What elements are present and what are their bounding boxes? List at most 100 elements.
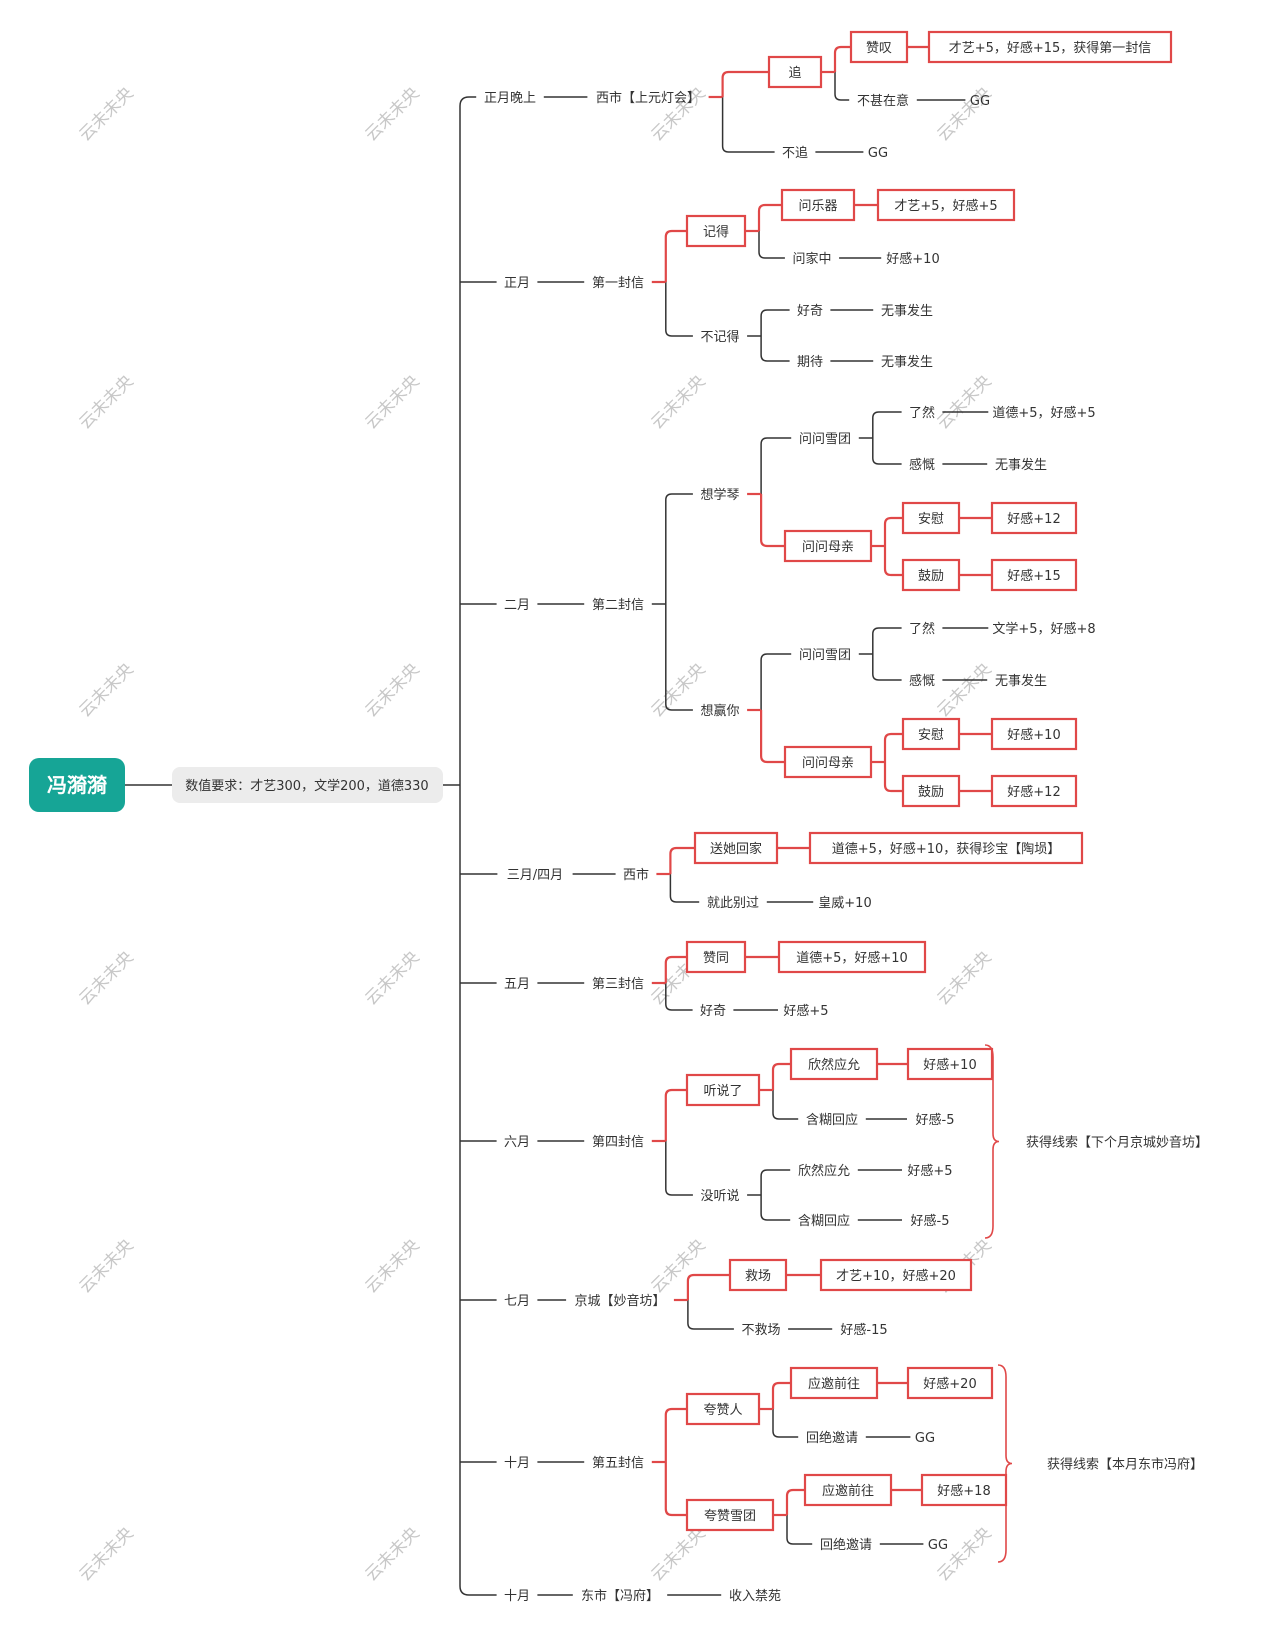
node-label: 了然 <box>909 621 935 637</box>
node-m2a1b: 问家中 <box>792 251 831 267</box>
node-label: 第一封信 <box>592 276 644 291</box>
node-m4: 三月/四月 <box>507 868 563 883</box>
highlight-box <box>780 188 856 222</box>
node-m1: 正月晚上 <box>484 91 536 106</box>
node-m2a1: 记得 <box>685 214 747 248</box>
connector <box>669 874 700 903</box>
highlight-box <box>906 1047 994 1081</box>
connector <box>872 438 902 465</box>
highlight-box <box>767 55 823 89</box>
node-m2a2b_r: 无事发生 <box>881 354 933 370</box>
node-m2a2a_r: 无事发生 <box>881 303 933 319</box>
node-m2a2a: 好奇 <box>797 303 823 319</box>
connector <box>760 494 785 548</box>
highlight-box <box>789 1047 879 1081</box>
root-node: 冯漪漪 <box>29 758 125 812</box>
watermark-text: 云未未央 <box>933 659 995 721</box>
watermark-text: 云未未央 <box>361 371 423 433</box>
node-m5a1: 赞同 <box>685 940 747 974</box>
node-label: 无事发生 <box>881 303 933 319</box>
node-label: 皇威+10 <box>818 896 871 911</box>
node-m9a: 东市【冯府】 <box>581 1588 659 1604</box>
node-label: 正月 <box>504 276 530 291</box>
node-label: 感慨 <box>909 673 935 689</box>
connector <box>872 627 902 654</box>
node-label: 才艺+10，好感+20 <box>836 1268 956 1284</box>
node-label: 安慰 <box>918 512 944 527</box>
connector <box>760 437 792 494</box>
node-label: 含糊回应 <box>798 1213 850 1229</box>
watermark-text: 云未未央 <box>75 947 137 1009</box>
node-label: 回绝邀请 <box>806 1430 858 1446</box>
node-m5a: 第三封信 <box>592 977 644 992</box>
requirement-node: 数值要求：才艺300，文学200，道德330 <box>172 767 443 803</box>
connector <box>771 1381 791 1409</box>
node-m8a2b_r: GG <box>928 1538 948 1553</box>
node-m1a1a_r: 才艺+5，好感+15，获得第一封信 <box>927 30 1173 64</box>
node-m4a1: 送她回家 <box>693 831 779 865</box>
node-label: GG <box>868 146 888 161</box>
node-label: 应邀前往 <box>822 1483 874 1499</box>
node-m3: 二月 <box>504 598 530 613</box>
node-label: 问问母亲 <box>802 756 854 771</box>
node-m3a1b1_r: 好感+12 <box>990 501 1078 535</box>
node-m5a2_r: 好感+5 <box>783 1003 828 1019</box>
connector <box>771 1062 791 1090</box>
node-label: GG <box>915 1431 935 1446</box>
highlight-box <box>901 558 961 592</box>
node-label: 回绝邀请 <box>820 1537 872 1553</box>
node-label: 好感-15 <box>840 1322 887 1338</box>
node-m9: 十月 <box>504 1589 530 1604</box>
highlight-box <box>849 30 909 64</box>
watermark-text: 云未未央 <box>75 1523 137 1585</box>
node-label: 想学琴 <box>700 487 739 503</box>
node-m5a1_r: 道德+5，好感+10 <box>777 940 927 974</box>
node-label: 好感+5 <box>907 1163 952 1179</box>
connector <box>721 70 769 97</box>
highlight-box <box>685 1392 761 1426</box>
connector <box>786 1515 813 1545</box>
node-label: 问乐器 <box>798 199 837 214</box>
connector <box>687 1300 734 1330</box>
node-m2a1b_r: 好感+10 <box>886 251 939 267</box>
node-label: 送她回家 <box>710 841 762 857</box>
node-label: 七月 <box>504 1294 530 1309</box>
node-label: 没听说 <box>700 1189 739 1204</box>
node-label: 应邀前往 <box>808 1376 860 1392</box>
node-m6a1b: 含糊回应 <box>806 1112 858 1128</box>
node-m6a: 第四封信 <box>592 1135 644 1150</box>
connector-lines <box>125 45 1013 1596</box>
node-label: 赞同 <box>703 951 729 966</box>
node-label: 感慨 <box>909 457 935 473</box>
highlight-box <box>808 831 1084 865</box>
connector <box>883 516 903 546</box>
node-label: 才艺+5，好感+15，获得第一封信 <box>949 40 1152 56</box>
node-label: 问问雪团 <box>799 432 851 447</box>
highlight-box <box>901 774 961 808</box>
node-m7a1: 救场 <box>728 1258 788 1292</box>
highlight-box <box>728 1258 788 1292</box>
node-label: 夸赞雪团 <box>704 1509 756 1524</box>
node-m3a2b2: 鼓励 <box>901 774 961 808</box>
node-label: 第二封信 <box>592 598 644 613</box>
node-m2a2b: 期待 <box>797 355 823 370</box>
node-label: 西市【上元灯会】 <box>596 90 700 106</box>
node-label: 救场 <box>745 1268 771 1284</box>
connector <box>833 45 851 72</box>
node-m4a: 西市 <box>623 867 649 883</box>
node-m8: 十月 <box>504 1456 530 1471</box>
node-label: 三月/四月 <box>507 868 563 883</box>
node-m3a1b2_r: 好感+15 <box>990 558 1078 592</box>
clue-note: 获得线索【下个月京城妙音坊】 <box>1026 1135 1208 1151</box>
watermark-text: 云未未央 <box>75 659 137 721</box>
watermark-text: 云未未央 <box>361 659 423 721</box>
node-m8a2b: 回绝邀请 <box>820 1537 872 1553</box>
node-m7: 七月 <box>504 1294 530 1309</box>
node-m3a1a2: 感慨 <box>909 457 935 473</box>
node-m3a1a1: 了然 <box>909 405 935 421</box>
node-label: 正月晚上 <box>484 91 536 106</box>
watermark-text: 云未未央 <box>75 1235 137 1297</box>
node-m2a: 第一封信 <box>592 276 644 291</box>
node-m3a1: 想学琴 <box>700 487 739 503</box>
highlight-box <box>906 1366 994 1400</box>
